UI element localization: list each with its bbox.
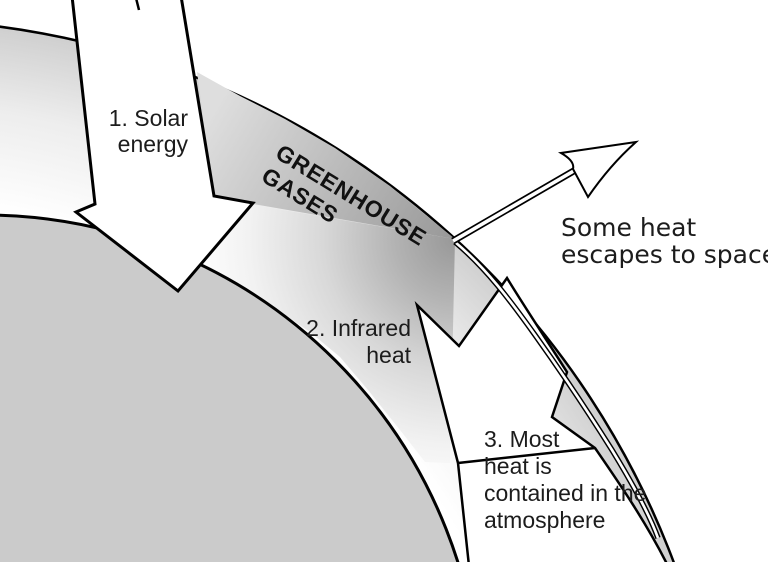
infrared-heat-shading	[170, 205, 455, 463]
label-solar-energy-line2: energy	[118, 131, 189, 157]
label-escape-line1: Some heat	[561, 213, 696, 242]
label-escape-line2: escapes to space	[561, 240, 768, 269]
greenhouse-gases-shading	[197, 72, 455, 239]
label-contained-line3: contained in the	[484, 480, 646, 506]
label-contained-line2: heat is	[484, 453, 552, 479]
solar-arrow-notch-line	[135, 0, 141, 11]
escape-arrowhead-icon	[557, 140, 640, 199]
escape-tail-line-inner	[454, 241, 660, 539]
escape-shaft-line-inner	[452, 163, 585, 243]
label-contained-line4: atmosphere	[484, 507, 605, 533]
label-solar-energy-line1: 1. Solar	[109, 105, 189, 131]
label-infrared-heat-line1: 2. Infrared	[306, 315, 411, 341]
solar-energy-arrow	[70, 0, 256, 294]
contained-heat-arrow-head-line	[457, 446, 596, 465]
earth	[0, 213, 460, 562]
label-infrared-heat-line2: heat	[366, 342, 411, 368]
label-contained-line1: 3. Most	[484, 426, 560, 452]
